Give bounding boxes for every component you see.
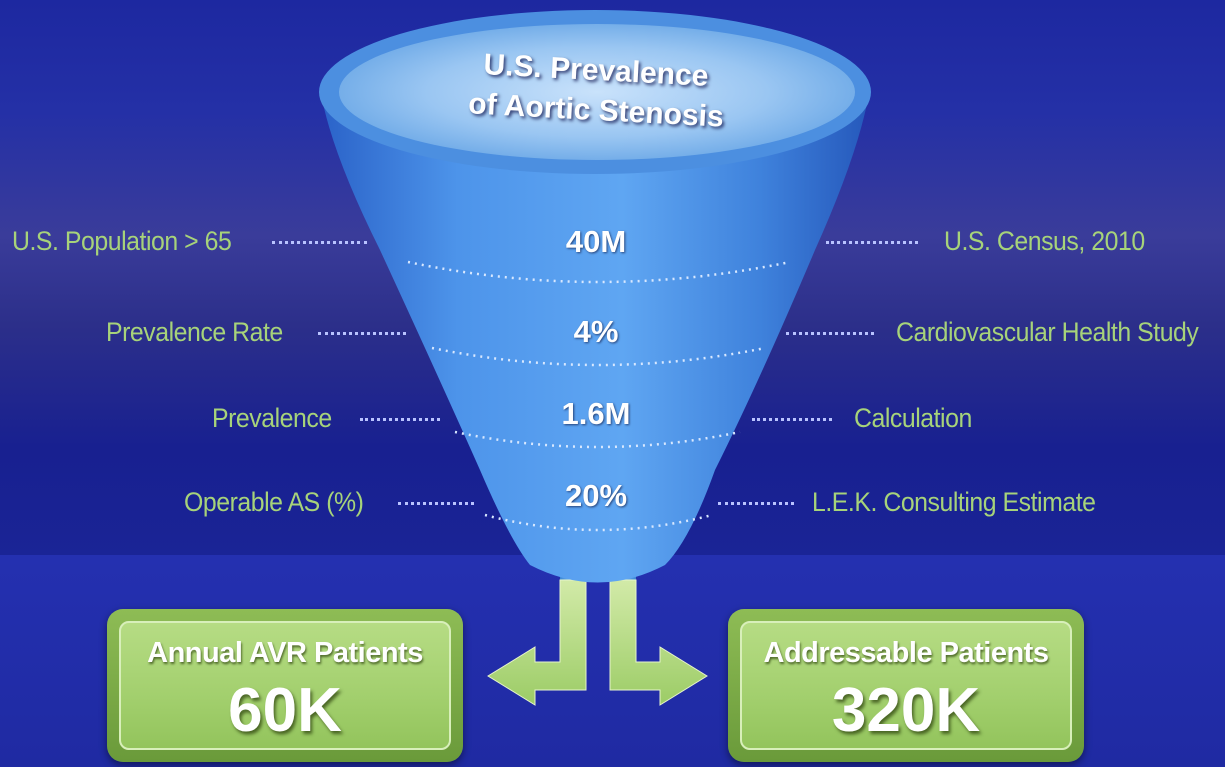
row-2-left-label: Prevalence Rate — [106, 317, 283, 347]
row-3-left-label: Prevalence — [212, 403, 332, 433]
left-arrow — [487, 579, 587, 706]
row-3-value: 1.6M — [561, 396, 631, 431]
row-2-value: 4% — [573, 314, 619, 349]
row-3-right-dots — [752, 418, 832, 421]
funnel-top-surface — [339, 24, 855, 160]
row-3-right-label: Calculation — [854, 403, 972, 433]
row-2-right-label: Cardiovascular Health Study — [896, 317, 1199, 347]
output-box-addressable-value: 320K — [831, 676, 981, 745]
funnel-body — [320, 88, 870, 583]
row-1-value: 40M — [565, 224, 627, 259]
output-box-annual-avr-title: Annual AVR Patients — [147, 637, 423, 669]
output-box-annual-avr-value: 60K — [228, 676, 342, 745]
row-1-right-dots — [826, 241, 918, 244]
row-4-left-label: Operable AS (%) — [184, 487, 364, 517]
row-1-left-label: U.S. Population > 65 — [12, 226, 232, 256]
row-4-right-dots — [718, 502, 794, 505]
funnel-ring-separators — [407, 260, 791, 532]
output-box-addressable-title: Addressable Patients — [763, 637, 1049, 669]
row-1-left-dots — [272, 241, 367, 244]
row-4-left-dots — [398, 502, 474, 505]
output-box-annual-avr-inner: Annual AVR Patients 60K — [119, 621, 451, 750]
output-box-addressable-inner: Addressable Patients 320K — [740, 621, 1072, 750]
output-box-addressable: Addressable Patients 320K — [728, 609, 1084, 762]
row-2-right-dots — [786, 332, 874, 335]
row-4-value: 20% — [564, 478, 628, 513]
output-box-annual-avr: Annual AVR Patients 60K — [107, 609, 463, 762]
row-3-left-dots — [360, 418, 440, 421]
row-4-right-label: L.E.K. Consulting Estimate — [812, 487, 1096, 517]
row-2-left-dots — [318, 332, 406, 335]
row-1-right-label: U.S. Census, 2010 — [944, 226, 1145, 256]
right-arrow — [609, 579, 708, 706]
